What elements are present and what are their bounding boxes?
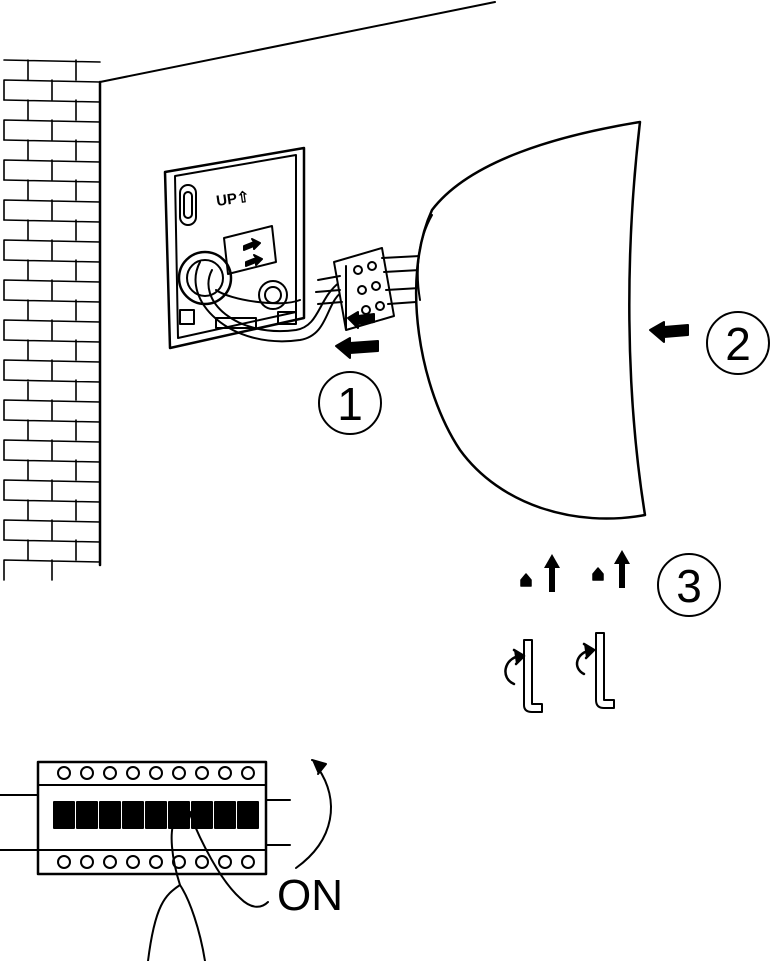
brick-row [3, 319, 101, 341]
breaker-terminal-top [149, 766, 163, 780]
brick-row [3, 159, 101, 181]
breaker-switch[interactable] [122, 801, 144, 829]
breaker-terminal-bottom [126, 855, 140, 869]
brick-row [3, 359, 101, 381]
terminal-block-icon [315, 247, 421, 331]
brick-row [3, 59, 101, 81]
brick-row [3, 399, 101, 421]
breaker-terminal-top [103, 766, 117, 780]
screw-icon [520, 567, 604, 587]
din-rail [0, 794, 291, 851]
breaker-terminal-bottom [218, 855, 232, 869]
brick-row [3, 519, 101, 541]
push-arrow-icon [649, 321, 689, 343]
brick-row [3, 279, 101, 301]
push-arrow-icon [544, 550, 630, 592]
rotate-arrow-icon [295, 759, 332, 869]
brick-row [3, 439, 101, 461]
brick-row [3, 419, 101, 441]
rotate-arrow-icon [504, 642, 596, 686]
breaker-terminal-bottom [103, 855, 117, 869]
brick-row [3, 339, 101, 361]
brick-row [3, 499, 101, 521]
brick-row [3, 559, 101, 581]
breaker-switch[interactable] [76, 801, 98, 829]
allen-key-icon [523, 632, 615, 713]
breaker-terminal-top [80, 766, 94, 780]
mounting-plate-icon: UP⇧ [163, 146, 306, 350]
brick-row [3, 299, 101, 321]
step-3-marker: 3 [657, 553, 721, 617]
wall [3, 1, 496, 581]
breaker-switch[interactable] [214, 801, 236, 829]
brick-row [3, 199, 101, 221]
breaker-terminal-top [218, 766, 232, 780]
breaker-terminal-top [126, 766, 140, 780]
brick-row [3, 379, 101, 401]
breaker-switch[interactable] [237, 801, 259, 829]
breaker-switch[interactable] [191, 801, 213, 829]
up-label: UP⇧ [215, 188, 250, 209]
breaker-switch[interactable] [99, 801, 121, 829]
breaker-terminal-top [172, 766, 186, 780]
brick-row [3, 119, 101, 141]
brick-row [3, 179, 101, 201]
step-2-number: 2 [725, 318, 751, 370]
step-1-marker: 1 [318, 371, 382, 435]
breaker-terminal-top [195, 766, 209, 780]
breaker-terminal-bottom [172, 855, 186, 869]
breaker-terminal-top [241, 766, 255, 780]
breaker-terminal-bottom [241, 855, 255, 869]
brick-wall-icon [3, 59, 102, 581]
breaker-terminal-bottom [195, 855, 209, 869]
brick-row [3, 459, 101, 481]
breaker-terminal-bottom [149, 855, 163, 869]
brick-row [3, 539, 101, 561]
brick-row [3, 479, 101, 501]
hand-icon [147, 809, 269, 961]
brick-row [3, 239, 101, 261]
breaker-switch[interactable] [145, 801, 167, 829]
heater-unit-icon [414, 120, 647, 520]
breaker-terminal-bottom [57, 855, 71, 869]
brick-row [3, 139, 101, 161]
push-arrow-icon [347, 311, 375, 329]
breaker-terminal-top [57, 766, 71, 780]
wall-top-edge [99, 1, 496, 83]
breaker-terminal-bottom [80, 855, 94, 869]
circuit-breaker-icon [36, 760, 268, 876]
breaker-switch[interactable] [53, 801, 75, 829]
on-label: ON [277, 871, 343, 920]
step-3-number: 3 [676, 560, 702, 612]
brick-row [3, 99, 101, 121]
brick-row [3, 219, 101, 241]
brick-row [3, 79, 101, 101]
step-2-marker: 2 [706, 311, 770, 375]
push-arrow-icon [335, 337, 379, 359]
step-1-number: 1 [337, 378, 363, 430]
brick-row [3, 259, 101, 281]
